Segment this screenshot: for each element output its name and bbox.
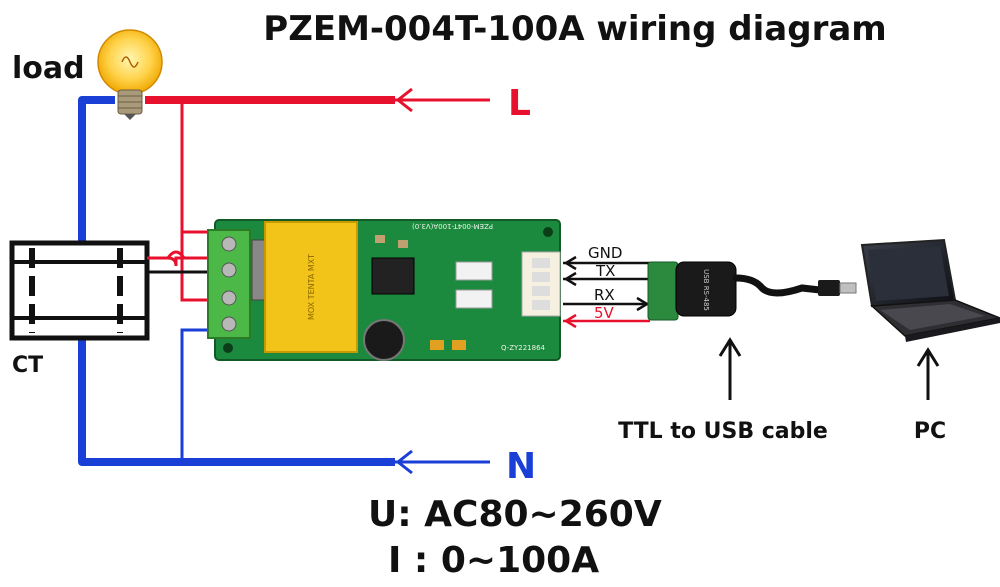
diagram-title: PZEM-004T-100A wiring diagram — [263, 9, 886, 49]
voltage-spec: U: AC80~260V — [368, 494, 662, 535]
current-spec: I : 0~100A — [388, 540, 599, 581]
pzem-board: PZEM-004T-100A(V3.0) Q-ZY221864 MOX TENT… — [207, 219, 561, 361]
ct-label: CT — [12, 353, 43, 378]
ic-chip — [371, 257, 415, 295]
pin-5v-label: 5V — [594, 304, 615, 322]
ttl-cable-label: TTL to USB cable — [618, 419, 828, 444]
capacitor — [363, 319, 405, 361]
pin-rx-label: RX — [594, 286, 615, 304]
load-label: load — [12, 51, 85, 86]
transformer — [264, 221, 358, 353]
ct-jump — [166, 250, 186, 259]
usb-adapter: USB RS-485 — [647, 261, 857, 321]
line-label: L — [508, 83, 531, 124]
current-transformer — [9, 240, 150, 341]
board-silkscreen-bottom: Q-ZY221864 — [501, 344, 546, 352]
transformer-text: MOX TENTA MXT — [307, 254, 316, 320]
pin-gnd-label: GND — [588, 244, 622, 262]
neutral-label: N — [506, 446, 536, 487]
laptop-icon — [860, 238, 1000, 342]
light-bulb-icon — [97, 29, 163, 120]
usb-adapter-text: USB RS-485 — [702, 269, 710, 311]
board-silkscreen-top: PZEM-004T-100A(V3.0) — [412, 222, 493, 230]
pin-tx-label: TX — [595, 262, 615, 280]
pc-label: PC — [914, 419, 946, 444]
line-tap-wire — [180, 100, 220, 234]
